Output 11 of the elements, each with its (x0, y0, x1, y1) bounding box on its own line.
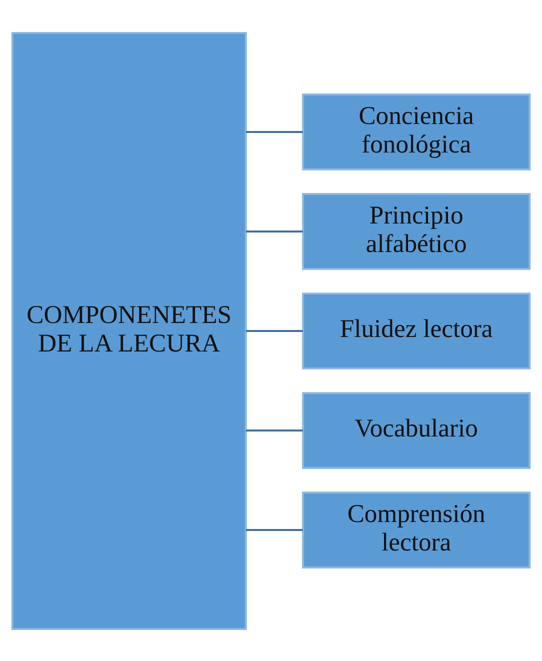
node-box: Conciencia fonológica (302, 93, 531, 170)
connector (246, 230, 303, 232)
connector (246, 429, 303, 431)
node-box: Principio alfabético (302, 192, 531, 270)
connector (246, 528, 303, 531)
connector (246, 130, 303, 132)
node-box: Vocabulario (302, 392, 531, 468)
node-box: Fluidez lectora (302, 292, 531, 369)
node-box: Comprensión lectora (302, 491, 531, 568)
node-box: COMPONENETES DE LA LECURA (11, 31, 247, 630)
connector (246, 330, 303, 332)
